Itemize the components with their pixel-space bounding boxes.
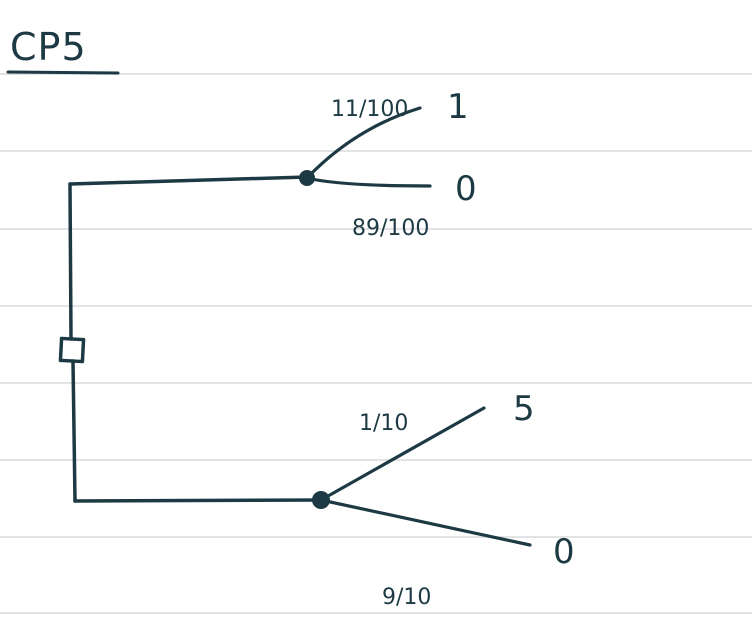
lower-decision-branch [73, 498, 323, 503]
upper-bottom-payoff: 0 [455, 169, 477, 209]
decision-trunk-lower [71, 359, 77, 503]
lower-top-outcome-branch [319, 406, 486, 502]
lower-bottom-payoff: 0 [553, 532, 575, 572]
upper-bottom-probability-label: 89/100 [352, 216, 429, 241]
upper-bottom-outcome-branch [305, 176, 432, 188]
ruled-lines [0, 73, 752, 614]
upper-top-payoff: 1 [447, 87, 469, 127]
upper-top-outcome-branch [305, 106, 422, 180]
decision-trunk-upper [68, 182, 73, 341]
lower-bottom-outcome-branch [319, 498, 532, 547]
page-title: CP5 [10, 25, 87, 69]
lower-bottom-probability-label: 9/10 [382, 585, 431, 610]
title-underline [6, 70, 120, 75]
decision-node-square [58, 336, 86, 364]
upper-decision-branch [68, 175, 309, 186]
lower-top-payoff: 5 [513, 389, 535, 429]
upper-top-probability-label: 11/100 [331, 97, 408, 122]
lower-top-probability-label: 1/10 [359, 411, 408, 436]
